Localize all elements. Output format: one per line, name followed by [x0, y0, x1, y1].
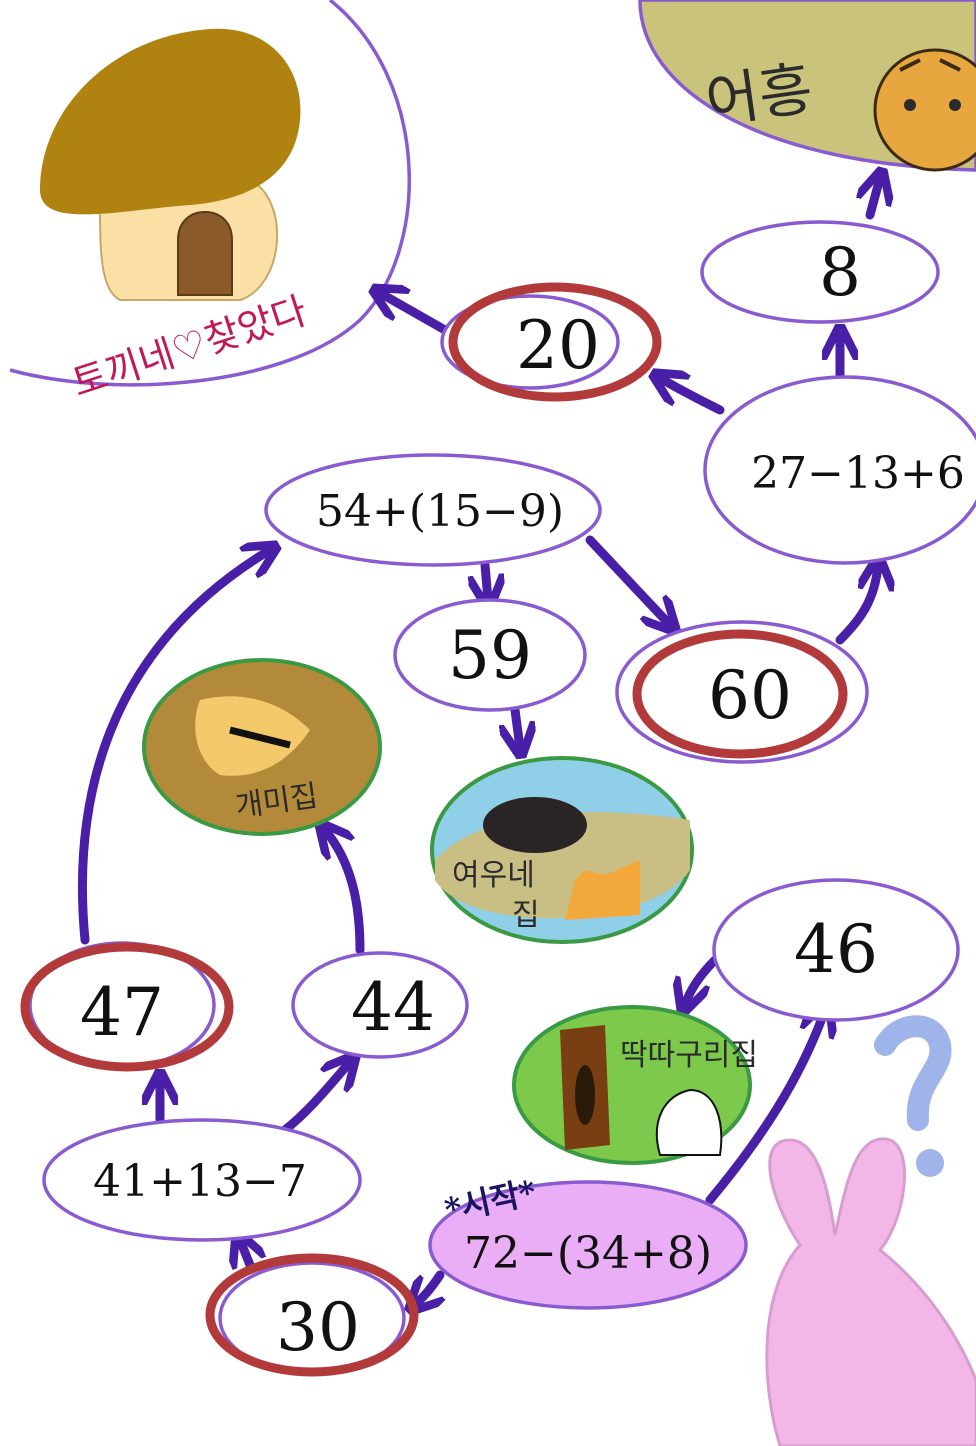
node-46-value: 46 — [794, 911, 878, 988]
node-59: 59 — [393, 598, 587, 712]
node-start: *시작* 72−(34+8) — [428, 1173, 748, 1310]
woodpecker-house: 딱따구리집 — [512, 1005, 758, 1165]
node-60: 60 — [615, 620, 869, 764]
woodpecker-house-label: 딱따구리집 — [620, 1038, 758, 1073]
node-47-value: 47 — [80, 974, 164, 1051]
node-41-expression: 41+13−7 — [93, 1156, 307, 1207]
node-8: 8 — [700, 220, 940, 324]
rabbit-house-area: 토끼네♡찾았다 — [9, 0, 411, 405]
node-44: 44 — [291, 951, 469, 1059]
tiger-sound-text: 어흥 — [701, 54, 816, 136]
node-54-expression: 54+(15−9) — [316, 486, 564, 537]
start-expression: 72−(34+8) — [464, 1228, 712, 1279]
question-mark-icon — [874, 1015, 952, 1177]
fox-house: 여우네 집 — [430, 756, 694, 944]
node-20-value: 20 — [516, 307, 600, 384]
tiger-icon — [873, 48, 976, 172]
node-27-expression: 27−13+6 — [751, 448, 965, 499]
fox-house-label-line2: 집 — [512, 898, 540, 933]
node-41-expr: 41+13−7 — [42, 1118, 362, 1242]
node-59-value: 59 — [448, 617, 532, 694]
node-60-value: 60 — [708, 657, 792, 734]
fox-house-label-line1: 여우네 — [452, 858, 535, 893]
node-30-value: 30 — [276, 1289, 360, 1366]
ant-house: 개미집 — [142, 658, 382, 836]
node-46: 46 — [712, 878, 960, 1022]
node-8-value: 8 — [819, 234, 861, 311]
arrows — [78, 178, 880, 1305]
rabbit-icon — [765, 1137, 976, 1446]
node-54-expr: 54+(15−9) — [264, 453, 602, 567]
node-30: 30 — [205, 1253, 419, 1377]
tiger-area: 어흥 — [638, 0, 976, 172]
node-44-value: 44 — [351, 969, 435, 1046]
node-20: 20 — [440, 282, 662, 402]
node-27-expr: 27−13+6 — [703, 375, 976, 565]
node-47: 47 — [20, 941, 234, 1072]
mushroom-house-icon — [40, 28, 301, 301]
